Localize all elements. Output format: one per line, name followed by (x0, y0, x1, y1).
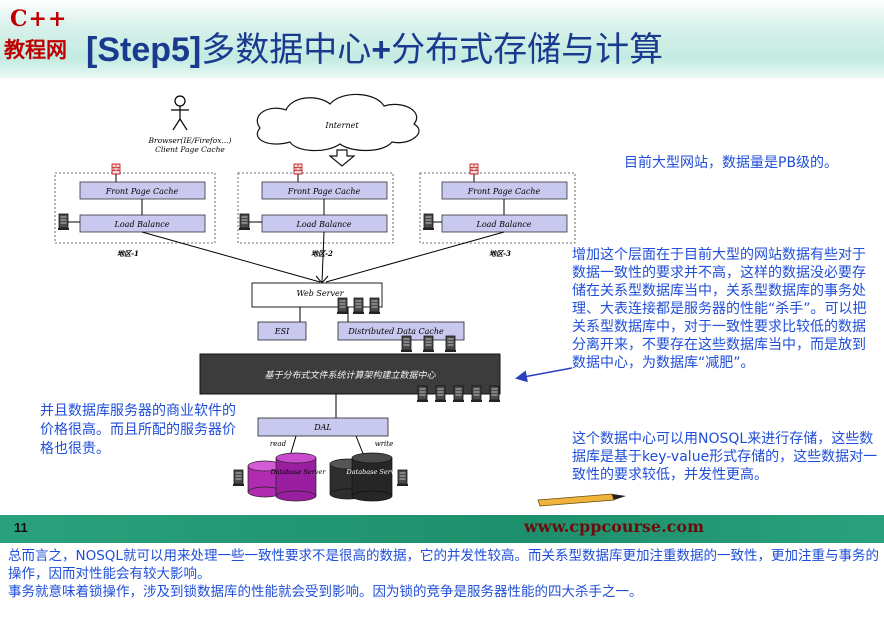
db-read-label: Database Server (270, 468, 327, 476)
title-part1: 多数据中心 (201, 30, 372, 70)
title-part2: 分布式存储与计算 (391, 30, 664, 70)
title-step: [Step5] (86, 31, 202, 69)
region1-label: 地区-1 (117, 249, 139, 258)
esi-node: ESI (257, 321, 307, 341)
slide: C++ 教程网 [Step5]多数据中心+分布式存储与计算 (0, 0, 884, 545)
note-server-price: 并且数据库服务器的商业软件的价格很高。而且所配的服务器价格也很贵。 (40, 403, 236, 457)
dal-label: DAL (313, 423, 332, 432)
title-plus: + (371, 31, 392, 69)
header-band (0, 0, 884, 78)
database-servers: Database Server Database Server (232, 452, 409, 502)
footer-band (0, 515, 884, 543)
internet-label: Internet (324, 121, 359, 130)
region-3: Front Page Cache Load Balance 地区-3 (419, 163, 576, 258)
region-connectors (141, 231, 505, 284)
region1-load-balance: Load Balance (114, 220, 170, 229)
dal-node: DAL read write (257, 417, 394, 457)
distributed-cache-label: Distributed Data Cache (347, 327, 444, 336)
db-cylinder-write-2 (351, 452, 393, 502)
region2-load-balance: Load Balance (296, 220, 352, 229)
web-server-node: Web Server (251, 282, 383, 322)
down-arrow-icon (328, 149, 356, 167)
note-pb-size: 目前大型网站，数据量是PB级的。 (624, 155, 839, 171)
architecture-diagram: Browser(IE/Firefox...) Client Page Cache… (54, 93, 626, 507)
region3-load-balance: Load Balance (476, 220, 532, 229)
user-figure-icon (171, 95, 189, 131)
db-cylinder-read-2 (275, 452, 317, 502)
web-server-label: Web Server (296, 289, 344, 298)
logo-site-name: 教程网 (4, 37, 67, 62)
client-page-cache-label: Client Page Cache (155, 145, 225, 154)
logo-cpp: C++ (10, 6, 68, 32)
region-1: Front Page Cache Load Balance 地区-1 (54, 163, 216, 258)
datacenter-label: 基于分布式文件系统计算架构建立数据中心 (264, 370, 436, 381)
read-label: read (270, 440, 287, 448)
annotation-arrow (515, 367, 573, 383)
caption-line-1: 总而言之，NOSQL就可以用来处理一些一致性要求不是很高的数据，它的并发性较高。… (8, 548, 879, 582)
db-write-label: Database Server (346, 468, 403, 476)
region1-front-cache: Front Page Cache (105, 187, 179, 196)
site-url: www.cppcourse.com (524, 517, 704, 536)
note-nosql: 这个数据中心可以用NOSQL来进行存储，这些数据库是基于key-value形式存… (572, 431, 878, 483)
region2-label: 地区-2 (311, 249, 333, 258)
write-label: write (375, 440, 394, 448)
region3-front-cache: Front Page Cache (467, 187, 541, 196)
region3-label: 地区-3 (489, 249, 511, 258)
internet-cloud-icon (256, 93, 420, 152)
browser-label: Browser(IE/Firefox...) (147, 136, 231, 145)
caption: 总而言之，NOSQL就可以用来处理一些一致性要求不是很高的数据，它的并发性较高。… (8, 547, 884, 601)
region-2: Front Page Cache Load Balance 地区-2 (237, 163, 394, 258)
caption-line-2: 事务就意味着锁操作，涉及到锁数据库的性能就会受到影响。因为锁的竞争是服务器性能的… (8, 584, 643, 600)
datacenter-block: 基于分布式文件系统计算架构建立数据中心 (199, 353, 501, 418)
note-layer-reason: 增加这个层面在于目前大型的网站数据有些对于数据一致性的要求并不高，这样的数据没必… (572, 247, 867, 371)
slide-title: [Step5]多数据中心+分布式存储与计算 (86, 22, 663, 71)
region2-front-cache: Front Page Cache (287, 187, 361, 196)
pencil-icon (537, 493, 626, 507)
esi-label: ESI (274, 327, 290, 336)
distributed-cache-node: Distributed Data Cache (337, 321, 465, 353)
page-number: 11 (14, 520, 28, 535)
